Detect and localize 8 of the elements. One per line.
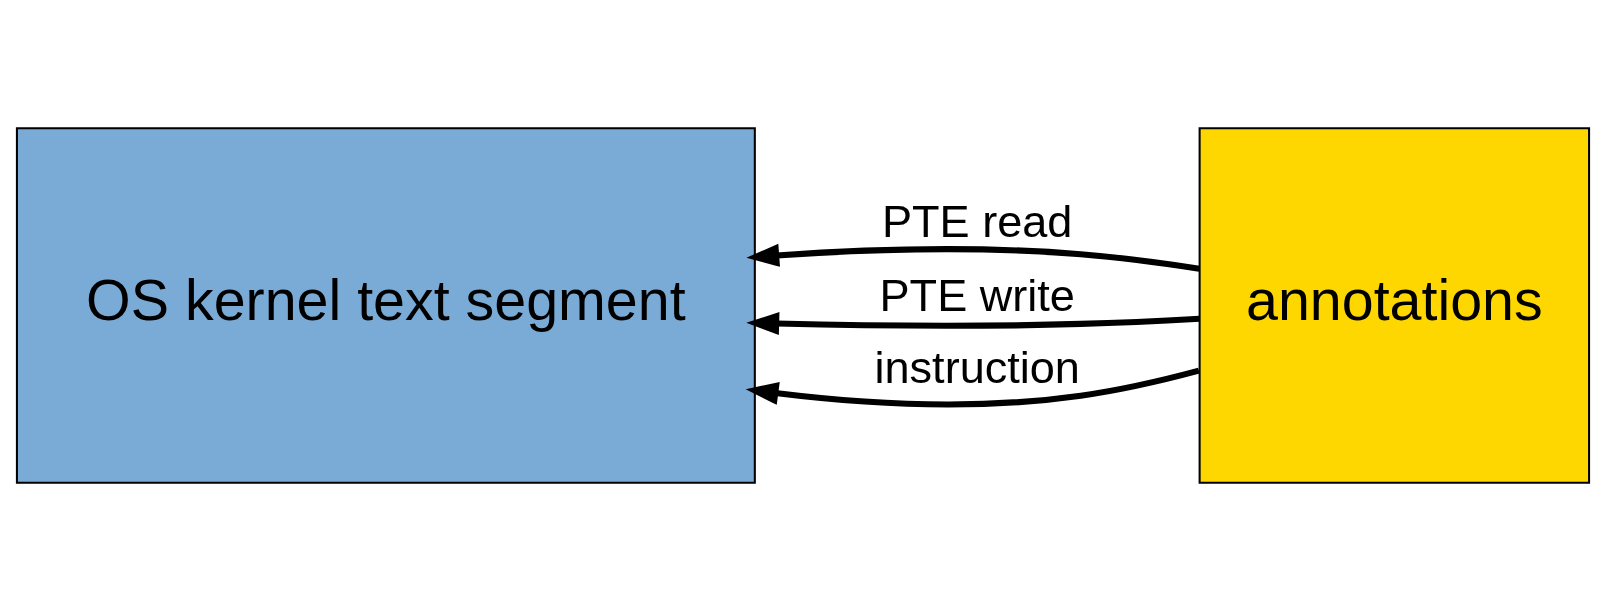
arrow [746,312,1200,336]
edge-label: PTE write [879,269,1075,321]
node-box: OS kernel text segment [15,127,756,484]
arrow [745,367,1200,408]
node-box: annotations [1198,127,1591,484]
edge-label: PTE read [882,196,1073,248]
arrow [746,243,1200,272]
edge-label: instruction [874,341,1080,393]
